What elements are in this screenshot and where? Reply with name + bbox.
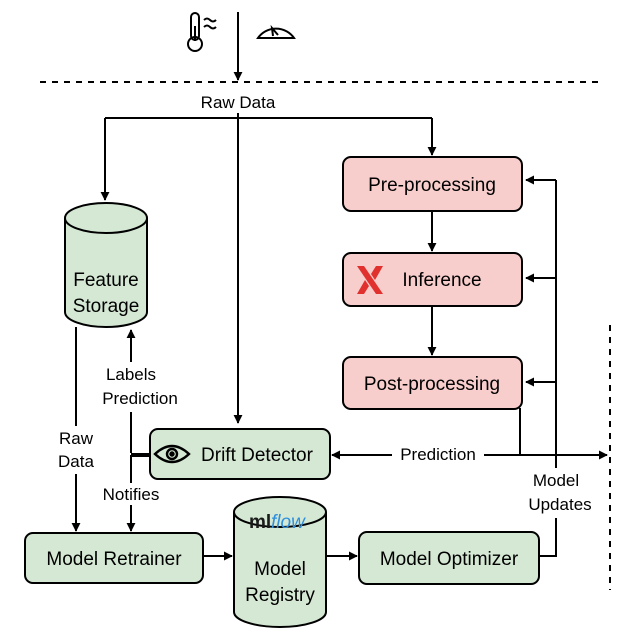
feature-storage-label-line2: Storage [73, 296, 140, 317]
labels-prediction-label-line1: Labels [106, 365, 156, 384]
raw-data-top-label: Raw Data [201, 93, 276, 112]
feature-storage-label-line1: Feature [73, 270, 138, 291]
raw-data-left-label-line1: Raw [59, 429, 94, 448]
gauge-icon [256, 24, 296, 39]
postprocessing-label: Post-processing [364, 374, 500, 395]
drift-detector-node: Drift Detector [149, 428, 331, 480]
model-updates-label-line1: Model [533, 471, 579, 490]
drift-detector-label: Drift Detector [201, 445, 314, 466]
model-registry-label-line2: Registry [245, 585, 315, 606]
mlflow-logo-ml: ml [249, 512, 271, 533]
mlflow-logo: ml flow [249, 512, 306, 533]
labels-prediction-label-line2: Prediction [102, 389, 178, 408]
inference-label: Inference [402, 270, 481, 291]
notifies-label: Notifies [103, 485, 160, 504]
raw-data-left-label-line2: Data [58, 452, 94, 471]
preprocessing-node: Pre-processing [342, 156, 523, 212]
edge-optimizer-updates [539, 180, 557, 557]
model-optimizer-label: Model Optimizer [380, 549, 519, 570]
preprocessing-label: Pre-processing [368, 175, 496, 196]
model-updates-label-line2: Updates [528, 495, 591, 514]
feature-storage-node: Feature Storage [64, 202, 148, 328]
eye-icon [153, 444, 191, 464]
model-optimizer-node: Model Optimizer [358, 531, 540, 585]
prediction-label: Prediction [400, 445, 476, 464]
model-registry-node: ml flow Model Registry [233, 496, 327, 628]
thermometer-icon [187, 12, 217, 52]
postprocessing-node: Post-processing [342, 356, 523, 410]
model-retrainer-label: Model Retrainer [46, 549, 182, 570]
inference-node: Inference [342, 252, 523, 307]
model-registry-label-line1: Model [254, 559, 306, 580]
mlflow-logo-flow: flow [271, 512, 306, 533]
xilinx-logo [357, 266, 383, 294]
model-retrainer-node: Model Retrainer [24, 532, 204, 584]
